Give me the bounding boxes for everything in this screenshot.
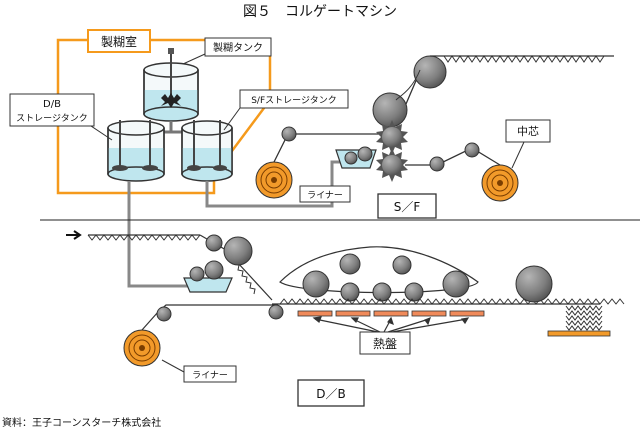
sf-paste-pipe [205,160,346,208]
db-glue-roller-2 [204,260,224,280]
belt-roller-4 [442,270,470,298]
sf-top-web-flutes [443,55,605,63]
output-roller [515,265,553,303]
belt-roller-1 [302,270,330,298]
liner-bottom-label-box [183,365,237,383]
board-stack [565,305,603,331]
sf-label: S／F [394,200,421,214]
corrugating-roll-upper [376,120,408,154]
stack-platform [547,330,611,337]
paste-distribution-pipe-2 [134,121,208,134]
paste-tank-label-box [204,37,272,57]
core-guide-roller-1 [429,156,445,172]
diagram-title: 図５ コルゲートマシン [243,4,397,20]
corrugating-roll-lower [376,148,408,182]
sf-storage-tank [181,120,233,182]
core-leader [511,141,525,169]
db-board-flutes [279,298,625,305]
hot-plate-5 [449,310,485,317]
core-label: 中芯 [517,124,539,138]
hot-plate-4 [411,310,447,317]
ballast-roller-3 [404,282,424,302]
db-liner-guide-1 [156,306,172,322]
source-note: 資料：王子コーンスターチ株式会社 [2,416,161,429]
core-roll [481,164,519,202]
db-paste-pipe [127,181,190,288]
paste-tank-leader [182,53,206,65]
ballast-roller-2 [372,282,392,302]
sf-guide-roller [281,126,297,142]
paste-tank-label: 製糊タンク [213,41,263,54]
sf-storage-label-box [239,89,349,109]
liner-roll-bottom [123,329,161,367]
db-storage-label-line1: D/B [43,99,61,110]
liner-top-label: ライナー [307,190,343,201]
core-guide-roller-2 [464,142,480,158]
sf-glue-roller-1 [344,151,358,165]
input-arrow [66,230,82,240]
liner-bottom-leader [161,359,185,373]
paste-room-label: 製糊室 [101,34,137,49]
hot-plate-3 [373,310,409,317]
core-medium-path [405,147,501,166]
paste-room-label-box [87,29,151,53]
paste-tank [143,48,199,122]
hot-plate-label: 熱盤 [373,337,397,351]
db-storage-label-line2: ストレージタンク [16,113,88,124]
liner-top-label-box [299,185,351,203]
sf-glue-roller-2 [357,146,373,162]
sf-label-box [377,193,437,219]
db-upper-roller [223,236,253,266]
db-storage-tank [107,120,165,182]
hot-plate-arrows [312,316,470,333]
db-label: D／B [316,387,345,401]
db-liner-guide-2 [268,304,284,320]
sf-pressure-roll [372,92,408,128]
sf-bridge-curve [395,69,421,101]
sf-storage-leader [223,107,241,131]
ballast-roller-1 [340,282,360,302]
belt-roller-3 [392,255,412,275]
db-preheat-roller [205,234,223,252]
hot-plate-2 [335,310,371,317]
hot-plate-1 [297,310,333,317]
db-input-web-flutes [87,234,201,241]
db-label-box [297,379,365,407]
core-label-box [505,119,551,143]
liner-bottom-label: ライナー [192,370,228,381]
db-glue-pan [183,277,233,293]
sf-storage-label: S/Fストレージタンク [251,95,337,106]
db-storage-label-box [9,93,95,127]
hot-plate-label-box [359,331,411,355]
liner-roll-top [255,161,293,199]
belt-roller-2 [339,253,361,275]
db-glue-roller-1 [189,266,205,282]
